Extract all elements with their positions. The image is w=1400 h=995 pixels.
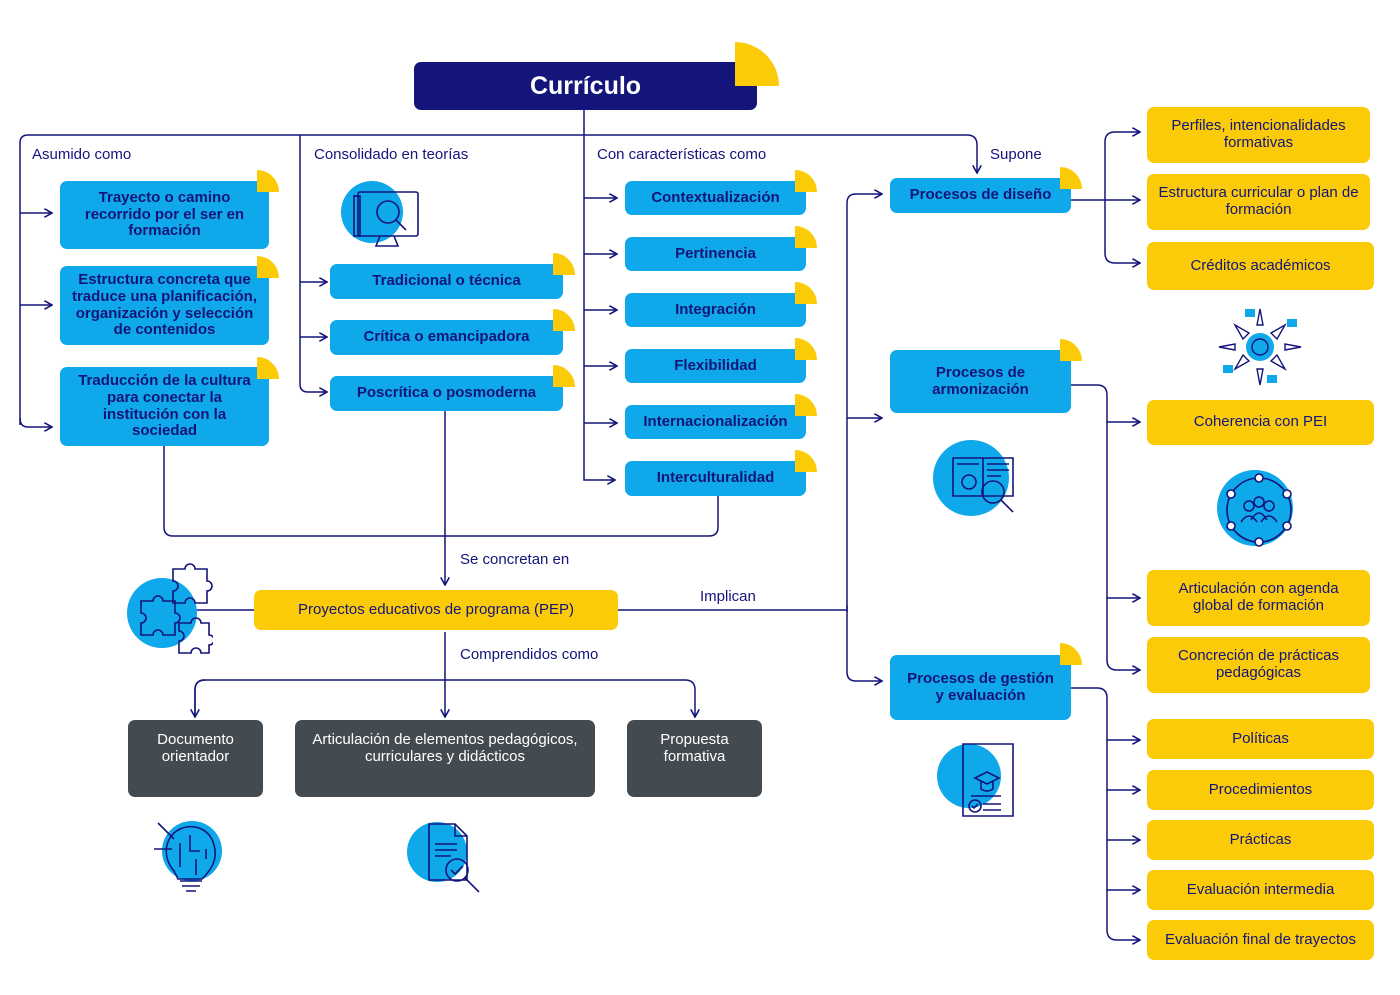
armonizacion-item-articulacion: Articulación con agenda global de formac… bbox=[1147, 570, 1370, 626]
cycle-process-icon bbox=[1218, 308, 1302, 386]
teoria-box-poscritica: Poscrítica o posmoderna bbox=[330, 376, 563, 411]
corner-accent bbox=[795, 394, 817, 416]
puzzle-icon bbox=[127, 563, 213, 654]
corner-accent bbox=[257, 357, 279, 379]
proceso-box-armonizacion: Procesos de armonización bbox=[890, 350, 1071, 413]
caracteristica-box-integracion: Integración bbox=[625, 293, 806, 327]
asumido-box-trayecto: Trayecto o camino recorrido por el ser e… bbox=[60, 181, 269, 249]
gestion-item-evaluacion-final: Evaluación final de trayectos bbox=[1147, 920, 1374, 960]
title-corner-accent bbox=[735, 42, 779, 86]
corner-accent bbox=[795, 170, 817, 192]
branch-label-supone: Supone bbox=[990, 146, 1042, 163]
connector-label-implican: Implican bbox=[700, 588, 756, 605]
corner-accent bbox=[795, 226, 817, 248]
diseno-item-estructura: Estructura curricular o plan de formació… bbox=[1147, 174, 1370, 230]
connector-label-se-concretan: Se concretan en bbox=[460, 551, 570, 568]
gestion-item-politicas: Políticas bbox=[1147, 719, 1374, 759]
diseno-item-creditos: Créditos académicos bbox=[1147, 242, 1374, 290]
caracteristica-box-flexibilidad: Flexibilidad bbox=[625, 349, 806, 383]
caracteristica-box-pertinencia: Pertinencia bbox=[625, 237, 806, 271]
proceso-box-gestion: Procesos de gestión y evaluación bbox=[890, 655, 1071, 720]
pep-box: Proyectos educativos de programa (PEP) bbox=[254, 590, 618, 630]
pep-item-articulacion: Articulación de elementos pedagógicos, c… bbox=[295, 720, 595, 797]
document-search-icon bbox=[407, 822, 480, 893]
teoria-box-tradicional: Tradicional o técnica bbox=[330, 264, 563, 299]
corner-accent bbox=[795, 282, 817, 304]
asumido-box-traduccion: Traducción de la cultura para conectar l… bbox=[60, 367, 269, 446]
corner-accent bbox=[1060, 643, 1082, 665]
corner-accent bbox=[1060, 167, 1082, 189]
armonizacion-item-concrecion: Concreción de prácticas pedagógicas bbox=[1147, 637, 1370, 693]
diseno-item-perfiles: Perfiles, intencionalidades formativas bbox=[1147, 107, 1370, 163]
gestion-item-procedimientos: Procedimientos bbox=[1147, 770, 1374, 810]
curriculum-title: Currículo bbox=[414, 62, 757, 110]
branch-label-asumido: Asumido como bbox=[32, 146, 132, 163]
pep-item-documento: Documento orientador bbox=[128, 720, 263, 797]
corner-accent bbox=[553, 365, 575, 387]
people-network-icon bbox=[1217, 470, 1293, 547]
corner-accent bbox=[795, 338, 817, 360]
branch-label-consolidado: Consolidado en teorías bbox=[314, 146, 469, 163]
caracteristica-box-internacionalizacion: Internacionalización bbox=[625, 405, 806, 439]
teoria-box-critica: Crítica o emancipadora bbox=[330, 320, 563, 355]
connector-label-comprendidos: Comprendidos como bbox=[460, 646, 599, 663]
corner-accent bbox=[795, 450, 817, 472]
pep-item-propuesta: Propuesta formativa bbox=[627, 720, 762, 797]
corner-accent bbox=[553, 309, 575, 331]
armonizacion-item-coherencia: Coherencia con PEI bbox=[1147, 400, 1374, 445]
caracteristica-box-contextualizacion: Contextualización bbox=[625, 181, 806, 215]
proceso-box-diseno: Procesos de diseño bbox=[890, 178, 1071, 213]
branch-label-caracteristicas: Con características como bbox=[597, 146, 767, 163]
gestion-item-evaluacion-intermedia: Evaluación intermedia bbox=[1147, 870, 1374, 910]
asumido-box-estructura: Estructura concreta que traduce una plan… bbox=[60, 266, 269, 345]
corner-accent bbox=[553, 253, 575, 275]
diploma-document-icon bbox=[937, 743, 1014, 817]
lightbulb-circuit-icon bbox=[154, 821, 222, 892]
caracteristica-box-interculturalidad: Interculturalidad bbox=[625, 461, 806, 496]
corner-accent bbox=[257, 170, 279, 192]
book-gear-icon bbox=[933, 440, 1014, 516]
gestion-item-practicas: Prácticas bbox=[1147, 820, 1374, 860]
corner-accent bbox=[257, 256, 279, 278]
computer-search-icon bbox=[341, 181, 419, 247]
corner-accent bbox=[1060, 339, 1082, 361]
